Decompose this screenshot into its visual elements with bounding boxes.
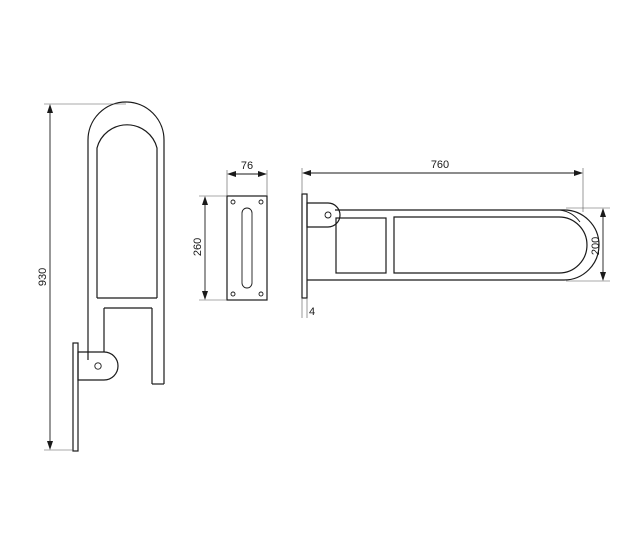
dim-bar-width-label: 200 [590, 237, 602, 255]
bar-inner-section [335, 217, 387, 274]
horizontal-bar-inner [393, 216, 588, 274]
plate-slot [241, 207, 253, 289]
screw-hole [230, 291, 236, 297]
horizontal-bar-outer [307, 209, 600, 281]
hinge-pin [324, 211, 332, 219]
wall-plate [226, 195, 268, 301]
folded-hinge [77, 351, 119, 381]
dim-plate-height-label: 260 [192, 238, 204, 256]
screw-hole [258, 199, 264, 205]
horizontal-wall-plate [301, 193, 308, 299]
plate-front-view: 76 260 [192, 160, 268, 301]
folded-wall-plate [72, 342, 79, 452]
folded-view: 930 [37, 101, 165, 452]
dim-overall-height-label: 930 [37, 268, 49, 286]
screw-hole [230, 199, 236, 205]
dim-plate-width-label: 76 [241, 160, 253, 172]
dim-plate-thickness: 4 [301, 298, 315, 318]
dim-bar-length: 760 [301, 159, 584, 212]
folded-bar-inner [96, 124, 158, 298]
dim-plate-height: 260 [192, 195, 227, 301]
horizontal-view: 760 200 4 [301, 159, 610, 318]
dim-plate-width: 76 [226, 160, 268, 196]
dim-bar-width: 200 [566, 207, 610, 282]
dim-bar-length-label: 760 [431, 159, 449, 171]
horizontal-hinge [306, 202, 341, 228]
folded-bar-outer [87, 101, 165, 384]
dim-overall-height: 930 [37, 103, 126, 451]
screw-hole [258, 291, 264, 297]
hinge-pin [94, 362, 102, 370]
dim-plate-thickness-label: 4 [309, 306, 315, 318]
